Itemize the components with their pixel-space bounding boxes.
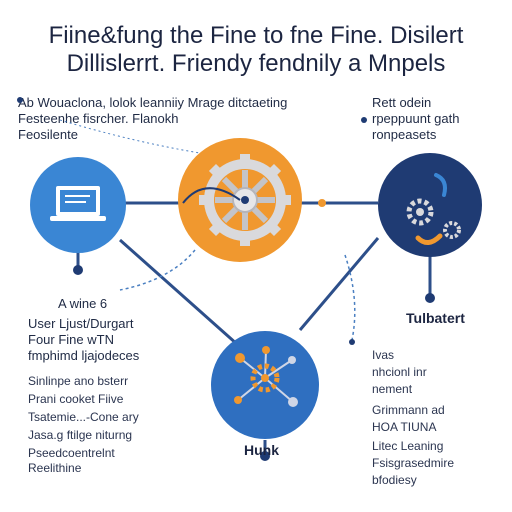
right-block-line6: Litec Leaning xyxy=(372,439,444,453)
left-block-line3: fmphimd ljajodeces xyxy=(28,348,140,363)
dot-gears xyxy=(425,293,435,303)
left-block-line9: Reelithine xyxy=(28,461,82,475)
dashed-curve-left xyxy=(119,249,196,291)
left-block: User Ljust/Durgart Four Fine wTN fmphimd… xyxy=(28,316,139,476)
gear-node xyxy=(178,138,302,262)
left-block-line7: Jasa.g ftilge niturng xyxy=(28,428,133,442)
dot-network xyxy=(260,451,270,461)
top-right-line1: Rett odein xyxy=(372,95,432,110)
top-left-text: Ab Wouaclona, lolok leanniiy Mrage ditct… xyxy=(18,95,287,143)
right-block-line5: HOA TIUNA xyxy=(372,420,437,434)
gear-icon xyxy=(199,154,291,246)
gears-node xyxy=(378,153,482,257)
left-block-line4: Sinlinpe ano bsterr xyxy=(28,374,129,388)
right-block-line1: Ivas xyxy=(372,348,395,362)
left-block-heading: A wine 6 xyxy=(58,296,108,311)
right-block-line3: nement xyxy=(372,382,413,396)
left-block-line5: Prani cooket Fiive xyxy=(28,392,124,406)
top-left-line1: Ab Wouaclona, lolok leanniiy Mrage ditct… xyxy=(18,95,288,110)
top-right-text: Rett odein rpeppuunt gath ronpeasets xyxy=(372,95,459,143)
laptop-node xyxy=(30,157,126,253)
bottom-node-label: Hunk xyxy=(244,442,279,458)
dot-right-of-gear xyxy=(318,199,326,207)
gears-icon xyxy=(406,173,461,245)
gears-node-circle xyxy=(378,153,482,257)
laptop-icon xyxy=(50,186,106,221)
network-icon xyxy=(234,346,298,407)
top-right-line2: rpeppuunt gath xyxy=(372,111,460,126)
right-block: Ivas nhcionl inr nement Grimmann ad HOA … xyxy=(372,348,454,488)
right-block-line2: nhcionl inr xyxy=(372,365,427,379)
dot-laptop xyxy=(73,265,83,275)
diagram-title-line2: Dillislerrt. Friendy fendnily a Mnpels xyxy=(66,50,446,77)
left-block-line2: Four Fine wTN xyxy=(28,332,114,347)
dot-top-right xyxy=(361,117,367,123)
connector-network-gears xyxy=(298,237,380,331)
left-block-line6: Tsatemie...-Cone ary xyxy=(28,410,139,424)
left-block-line1: User Ljust/Durgart xyxy=(28,316,134,331)
diagram-title-line1: Fiine&fung the Fine to fne Fine. Disiler… xyxy=(48,22,464,49)
top-left-line3: Feosilente xyxy=(18,127,78,142)
dot-dashed-end xyxy=(349,339,355,345)
dot-top-left xyxy=(17,97,23,103)
dashed-curve-top xyxy=(59,119,251,161)
top-right-line3: ronpeasets xyxy=(372,127,437,142)
dashed-curve-right xyxy=(344,254,356,341)
left-block-line8: Pseedcoentrelnt xyxy=(28,446,115,460)
network-node xyxy=(211,331,319,439)
right-block-line8: bfodiesy xyxy=(372,473,417,487)
gear-cable xyxy=(182,187,241,204)
connector-laptop-network xyxy=(119,238,239,347)
right-block-line7: Fsisgrasedmire xyxy=(372,456,455,470)
right-block-line4: Grimmann ad xyxy=(372,403,445,417)
top-left-line2: Festeenhe fisrcher. Flanokh xyxy=(18,111,179,126)
right-block-heading: Tulbatert xyxy=(406,310,465,326)
